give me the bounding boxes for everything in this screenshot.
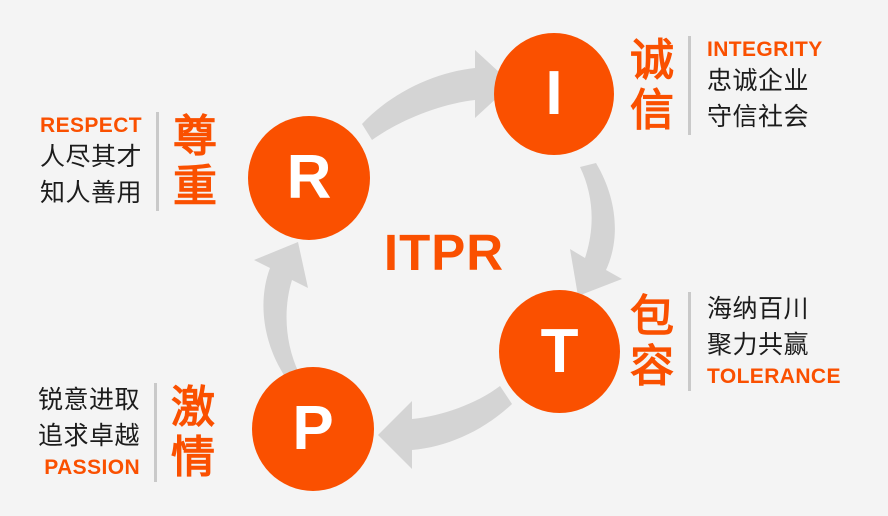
tolerance-cn-title: 包 容 — [630, 292, 688, 391]
passion-cn-title: 激 情 — [157, 383, 215, 482]
arrow-passion-to-respect — [254, 242, 308, 378]
node-integrity[interactable]: I — [494, 33, 614, 155]
node-tolerance[interactable]: T — [499, 290, 620, 413]
respect-cn-title-char-1: 尊 — [173, 112, 218, 162]
integrity-english-label: INTEGRITY — [707, 38, 823, 61]
label-block-passion: 锐意进取 追求卓越 PASSION 激 情 — [38, 383, 215, 483]
integrity-text-lines: INTEGRITY 忠诚企业 守信社会 — [691, 36, 823, 135]
node-integrity-letter: I — [545, 59, 563, 128]
integrity-divider — [688, 36, 691, 136]
passion-cn-title-char-1: 激 — [171, 383, 216, 433]
tolerance-cn-title-char-2: 容 — [630, 341, 674, 391]
integrity-cn-title: 诚 信 — [630, 36, 688, 135]
passion-divider — [154, 383, 158, 483]
integrity-cn-line-1: 忠诚企业 — [707, 67, 810, 96]
tolerance-text-lines: 海纳百川 聚力共赢 TOLERANCE — [691, 292, 841, 391]
node-tolerance-letter: T — [540, 316, 579, 386]
passion-cn-title-char-2: 情 — [171, 432, 216, 482]
label-block-respect: RESPECT 人尽其才 知人善用 尊 重 — [40, 112, 217, 212]
passion-cn-line-2: 追求卓越 — [38, 421, 141, 450]
passion-text-lines: 锐意进取 追求卓越 PASSION — [38, 383, 154, 482]
center-acronym: ITPR — [383, 224, 505, 281]
arrow-tolerance-to-passion — [378, 386, 512, 469]
respect-cn-line-1: 人尽其才 — [40, 143, 143, 172]
node-passion-letter: P — [292, 394, 334, 463]
integrity-cn-line-2: 守信社会 — [707, 102, 810, 131]
tolerance-english-label: TOLERANCE — [707, 365, 841, 388]
tolerance-divider — [688, 292, 691, 392]
respect-english-label: RESPECT — [40, 114, 143, 137]
integrity-cn-title-char-2: 信 — [630, 85, 674, 135]
respect-cn-title: 尊 重 — [159, 112, 217, 211]
integrity-cn-title-char-1: 诚 — [630, 36, 674, 86]
respect-text-lines: RESPECT 人尽其才 知人善用 — [40, 112, 156, 211]
tolerance-cn-line-2: 聚力共赢 — [707, 330, 810, 359]
tolerance-cn-title-char-1: 包 — [630, 292, 674, 342]
label-block-tolerance: 包 容 海纳百川 聚力共赢 TOLERANCE — [630, 292, 841, 392]
label-block-integrity: 诚 信 INTEGRITY 忠诚企业 守信社会 — [630, 36, 823, 136]
node-respect[interactable]: R — [248, 116, 370, 240]
respect-cn-title-char-2: 重 — [173, 161, 218, 211]
passion-english-label: PASSION — [44, 456, 141, 479]
node-respect-letter: R — [286, 143, 332, 212]
tolerance-cn-line-1: 海纳百川 — [707, 295, 810, 323]
respect-cn-line-2: 知人善用 — [40, 178, 143, 207]
respect-divider — [156, 112, 160, 212]
passion-cn-line-1: 锐意进取 — [38, 386, 141, 414]
arrow-integrity-to-tolerance — [570, 163, 622, 296]
node-passion[interactable]: P — [252, 367, 374, 491]
arrow-respect-to-integrity — [362, 50, 512, 140]
